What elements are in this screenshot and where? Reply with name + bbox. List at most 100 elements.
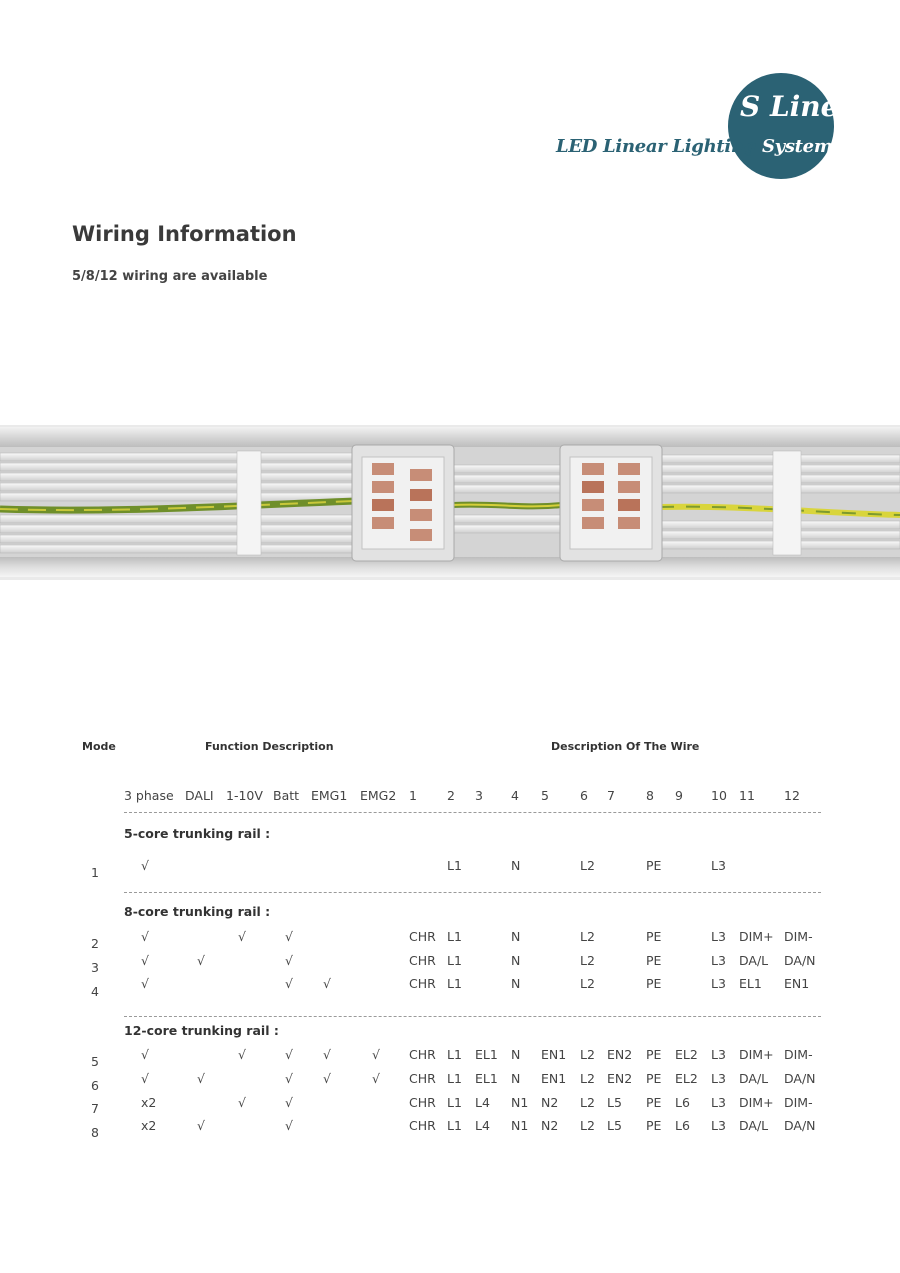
table-cell: PE <box>646 953 662 968</box>
table-cell: √ <box>372 1071 380 1086</box>
column-header: DALI <box>185 788 214 803</box>
table-cell: N <box>511 976 521 991</box>
table-cell: DA/L <box>739 953 769 968</box>
table-cell: √ <box>285 1095 293 1110</box>
table-cell: L2 <box>580 1047 595 1062</box>
table-cell: L1 <box>447 976 462 991</box>
table-cell: x2 <box>141 1118 157 1133</box>
table-cell: √ <box>285 1071 293 1086</box>
table-cell: N <box>511 1071 521 1086</box>
mode-number: 1 <box>91 865 99 880</box>
mode-number: 7 <box>91 1101 99 1116</box>
table-cell: √ <box>285 1047 293 1062</box>
table-cell: √ <box>238 1047 246 1062</box>
table-cell: DA/L <box>739 1071 769 1086</box>
table-cell: L3 <box>711 1047 726 1062</box>
table-cell: L5 <box>607 1118 622 1133</box>
table-cell: L5 <box>607 1095 622 1110</box>
table-cell: √ <box>285 929 293 944</box>
table-cell: EL1 <box>475 1047 498 1062</box>
table-cell: DA/N <box>784 1071 816 1086</box>
mode-number: 6 <box>91 1078 99 1093</box>
table-cell: √ <box>323 1047 331 1062</box>
mode-number: 4 <box>91 984 99 999</box>
table-cell: √ <box>323 976 331 991</box>
table-cell: DA/L <box>739 1118 769 1133</box>
table-cell: √ <box>141 858 149 873</box>
table-cell: DA/N <box>784 1118 816 1133</box>
divider <box>124 892 821 893</box>
table-cell: DIM+ <box>739 1047 774 1062</box>
table-cell: DIM+ <box>739 1095 774 1110</box>
table-cell: CHR <box>409 953 436 968</box>
column-header: 10 <box>711 788 727 803</box>
table-cell: DIM+ <box>739 929 774 944</box>
table-cell: N <box>511 929 521 944</box>
table-cell: N <box>511 1047 521 1062</box>
column-header: 5 <box>541 788 549 803</box>
table-cell: PE <box>646 1071 662 1086</box>
table-cell: x2 <box>141 1095 157 1110</box>
mode-number: 8 <box>91 1125 99 1140</box>
logo-tagline-outside: LED Linear Lighting <box>556 136 756 157</box>
table-cell: PE <box>646 858 662 873</box>
table-cell: √ <box>285 953 293 968</box>
table-cell: √ <box>141 953 149 968</box>
table-cell: EN1 <box>541 1071 567 1086</box>
table-cell: DIM- <box>784 1047 813 1062</box>
wire-description-header: Description Of The Wire <box>551 740 700 753</box>
table-cell: L3 <box>711 953 726 968</box>
table-cell: L2 <box>580 1095 595 1110</box>
column-header: 4 <box>511 788 519 803</box>
table-cell: N1 <box>511 1118 529 1133</box>
column-header: 3 <box>475 788 483 803</box>
table-cell: DIM- <box>784 929 813 944</box>
table-cell: L3 <box>711 1071 726 1086</box>
table-cell: EN1 <box>784 976 810 991</box>
table-cell: L3 <box>711 976 726 991</box>
column-header: 8 <box>646 788 654 803</box>
table-cell: EN1 <box>541 1047 567 1062</box>
column-header: 2 <box>447 788 455 803</box>
table-cell: L1 <box>447 953 462 968</box>
logo-badge <box>728 73 834 179</box>
table-cell: √ <box>285 976 293 991</box>
table-cell: L4 <box>475 1095 490 1110</box>
table-cell: DA/N <box>784 953 816 968</box>
column-header: EMG2 <box>360 788 397 803</box>
section-title-12-core: 12-core trunking rail : <box>124 1023 279 1038</box>
table-cell: √ <box>141 1071 149 1086</box>
column-header: Batt <box>273 788 300 803</box>
table-cell: √ <box>141 929 149 944</box>
table-cell: √ <box>238 1095 246 1110</box>
table-cell: EL1 <box>475 1071 498 1086</box>
table-cell: L1 <box>447 1118 462 1133</box>
table-cell: EL2 <box>675 1047 698 1062</box>
table-cell: L2 <box>580 953 595 968</box>
column-header: 9 <box>675 788 683 803</box>
section-title-8-core: 8-core trunking rail : <box>124 904 271 919</box>
table-cell: L1 <box>447 1095 462 1110</box>
trunking-rail-photo <box>0 425 900 580</box>
section-title-5-core: 5-core trunking rail : <box>124 826 271 841</box>
table-cell: PE <box>646 1047 662 1062</box>
table-cell: L3 <box>711 1118 726 1133</box>
table-cell: L2 <box>580 858 595 873</box>
column-header: 11 <box>739 788 755 803</box>
table-cell: √ <box>372 1047 380 1062</box>
table-cell: CHR <box>409 1095 436 1110</box>
table-cell: √ <box>323 1071 331 1086</box>
function-description-header: Function Description <box>205 740 334 753</box>
table-cell: √ <box>197 1118 205 1133</box>
table-cell: EL2 <box>675 1071 698 1086</box>
table-cell: √ <box>141 1047 149 1062</box>
table-cell: EN2 <box>607 1047 633 1062</box>
table-cell: L2 <box>580 1118 595 1133</box>
mode-number: 3 <box>91 960 99 975</box>
